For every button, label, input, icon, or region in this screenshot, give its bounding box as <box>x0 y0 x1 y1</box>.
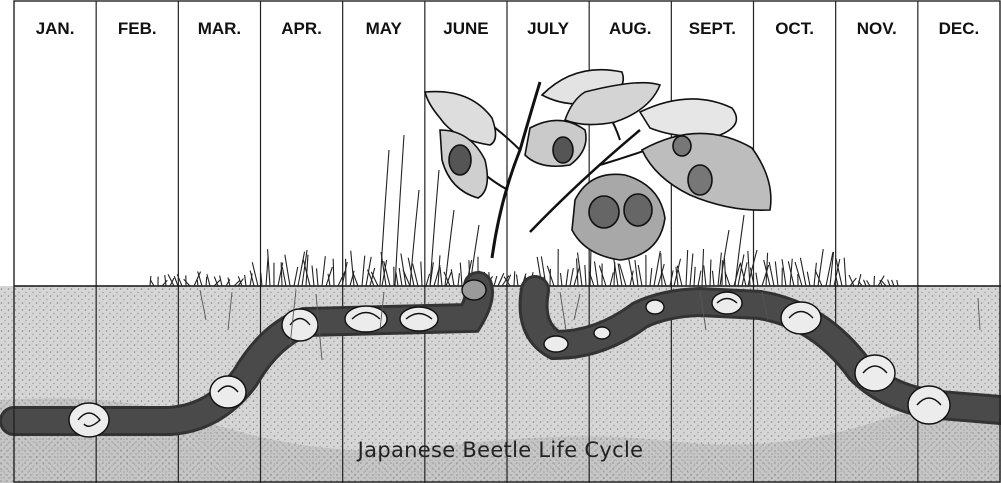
grass-blade <box>638 265 642 286</box>
grass <box>150 135 898 286</box>
grass-blade <box>440 267 442 286</box>
grass-blade <box>317 268 318 286</box>
grass-blade <box>599 265 606 286</box>
grass-blade <box>245 275 246 286</box>
grass-blade <box>686 250 688 286</box>
month-label: APR. <box>281 19 322 38</box>
grass-blade <box>769 262 774 286</box>
grub-jan <box>69 403 109 437</box>
grass-blade <box>704 265 706 286</box>
month-label: FEB. <box>118 19 157 38</box>
grub-sept <box>712 292 742 314</box>
grass-blade <box>197 280 198 286</box>
month-label: MAR. <box>198 19 241 38</box>
grass-blade <box>710 260 711 286</box>
grass-blade <box>266 256 268 286</box>
grass-blade <box>207 274 210 286</box>
grass-blade <box>430 170 439 286</box>
month-label: JAN. <box>36 19 75 38</box>
grass-blade <box>268 249 270 286</box>
grass-blade <box>818 249 823 286</box>
month-label: SEPT. <box>689 19 736 38</box>
egg-july <box>544 336 568 352</box>
grass-blade <box>162 280 167 286</box>
grass-blade <box>514 271 515 286</box>
figure-caption: Japanese Beetle Life Cycle <box>0 438 1001 462</box>
grass-blade <box>590 251 591 286</box>
grass-blade <box>897 280 898 286</box>
grass-blade <box>814 263 816 286</box>
grass-blade <box>426 274 430 286</box>
grass-blade <box>294 267 298 286</box>
grass-blade <box>150 280 154 286</box>
grass-blade <box>322 256 325 286</box>
grass-blade <box>560 273 562 286</box>
grass-blade <box>516 274 518 286</box>
grass-blade <box>661 253 662 286</box>
grub-may-2 <box>400 307 438 331</box>
grass-blade <box>585 265 586 286</box>
grass-blade <box>844 258 846 286</box>
month-label: NOV. <box>857 19 897 38</box>
grass-blade <box>312 266 314 286</box>
month-label: MAY <box>366 19 403 38</box>
grass-blade <box>788 261 794 286</box>
grass-blade <box>635 260 638 286</box>
month-label: OCT. <box>775 19 814 38</box>
grass-blade <box>458 273 459 286</box>
grass-blade <box>298 252 305 286</box>
grass-blade <box>775 261 778 286</box>
grass-blade <box>451 269 454 286</box>
grass-blade <box>333 259 334 286</box>
grass-blade <box>282 267 286 286</box>
grass-blade <box>867 280 870 286</box>
grass-blade <box>399 268 402 286</box>
grass-blade <box>864 280 866 286</box>
grass-blade <box>396 272 398 286</box>
grass-blade <box>712 271 714 286</box>
grass-blade <box>566 269 568 286</box>
grass-blade <box>362 256 365 286</box>
grass-blade <box>756 273 758 286</box>
grub-oct <box>781 302 821 334</box>
grass-blade <box>690 253 693 286</box>
grass-blade <box>702 249 704 286</box>
grass-blade <box>888 280 890 286</box>
grub-may-1 <box>345 306 387 332</box>
grass-blade <box>610 272 613 286</box>
grass-blade <box>165 275 166 286</box>
grass-blade <box>577 258 578 286</box>
month-label: JULY <box>527 19 570 38</box>
grass-blade <box>892 280 894 286</box>
grass-blade <box>795 262 802 286</box>
grub-aug-1 <box>594 327 610 339</box>
grass-blade <box>174 276 178 286</box>
plant-with-adult-beetles <box>425 70 771 260</box>
grub-nov <box>855 355 895 391</box>
grass-blade <box>698 271 701 286</box>
grub-dec <box>908 386 950 424</box>
grass-blade <box>595 261 598 286</box>
grub-mar <box>210 376 246 408</box>
grass-blade <box>403 270 410 286</box>
grass-blade <box>662 272 666 286</box>
grub-aug-2 <box>646 300 664 314</box>
grass-blade <box>206 277 207 286</box>
pupa-june <box>462 280 486 300</box>
grass-blade <box>421 262 422 286</box>
grass-blade <box>494 276 497 286</box>
month-label: JUNE <box>443 19 488 38</box>
grub-apr <box>282 309 318 341</box>
grass-blade <box>570 268 573 286</box>
grass-blade <box>650 268 652 286</box>
grass-blade <box>460 263 462 286</box>
grass-blade <box>184 279 190 286</box>
grass-blade <box>807 272 810 286</box>
grass-blade <box>694 267 695 286</box>
month-label: DEC. <box>939 19 980 38</box>
month-label: AUG. <box>609 19 652 38</box>
